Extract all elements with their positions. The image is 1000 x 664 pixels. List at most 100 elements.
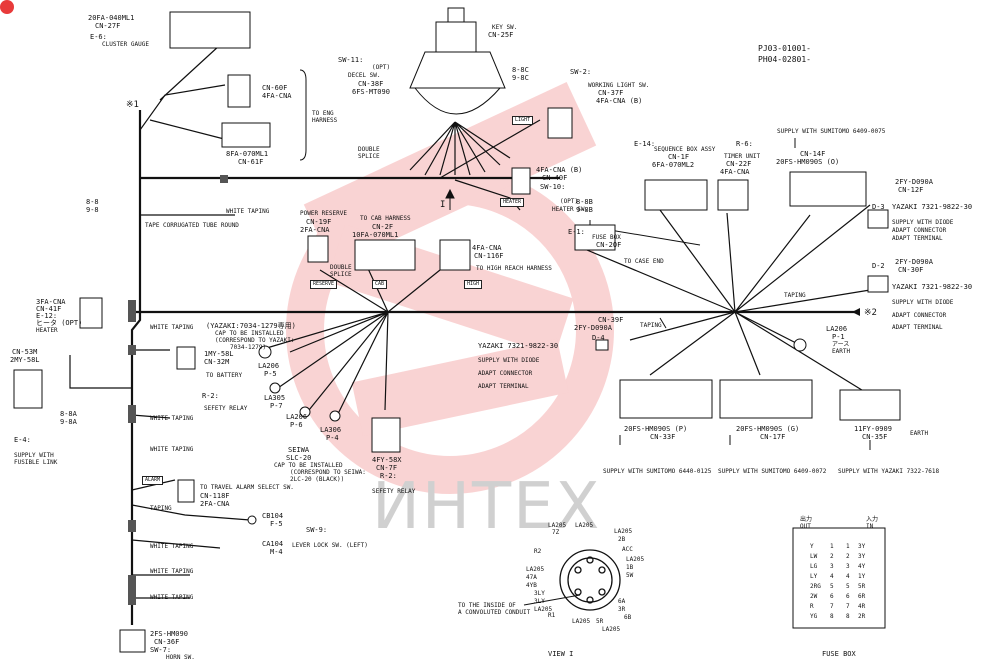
d4-l1: SUPPLY WITH DIODE <box>478 357 540 364</box>
d4-l2: ADAPT CONNECTOR <box>478 370 533 377</box>
cn32-cn: CN-32M <box>204 358 230 366</box>
view-i-pin: 5W <box>626 572 634 579</box>
r6-type: 4FA-CNA <box>720 168 750 176</box>
view-i-pin: LA205 <box>534 606 553 613</box>
ca104-p: M-4 <box>270 548 283 556</box>
view-i-note: TO THE INSIDE OF A CONVOLUTED CONDUIT <box>458 602 531 616</box>
heater-opt-ref: E-12: <box>36 312 58 320</box>
sw11-ref: SW-11: <box>338 56 364 64</box>
seiwa-l5: 2LC-20 (BLACK)) <box>290 476 345 483</box>
cn30-cn: CN-30F <box>898 266 924 274</box>
cn32-to: TO BATTERY <box>206 372 243 379</box>
tape-corrugated: TAPE CORRUGATED TUBE ROUND <box>145 222 239 229</box>
e4-ref: E-4: <box>14 436 31 444</box>
cn35-cn: CN-35F <box>862 433 888 441</box>
la305-p7-p: P-7 <box>270 402 283 410</box>
connector-cn53m <box>13 369 43 409</box>
connector-d4 <box>595 339 609 351</box>
fuse-out-wire: 2RG <box>810 583 821 590</box>
connector-cn14f <box>789 171 867 207</box>
cn60f-label: CN-60F <box>262 84 288 92</box>
taping-hatch <box>128 520 136 532</box>
seiwa-l1: SEIWA <box>288 446 310 454</box>
cn33-supply: SUPPLY WITH SUMITOMO 6440-0125 <box>603 468 712 475</box>
connector-cn7f <box>371 417 401 453</box>
sw10-cn: CN-40F <box>542 174 568 182</box>
sw2-cn: CN-37F <box>598 89 624 97</box>
view-i-pin: 6A <box>618 598 626 605</box>
terminal-la306-p4 <box>329 410 341 422</box>
ref-8c-b: 9-8C <box>512 74 529 82</box>
d2-l1: SUPPLY WITH DIODE <box>892 299 954 306</box>
connector-cn32m <box>176 346 196 370</box>
double-splice-mid: DOUBLE SPLICE <box>330 264 352 278</box>
to-high-reach: TO HIGH REACH HARNESS <box>476 265 552 272</box>
cn116-type: 4FA-CNA <box>472 244 502 252</box>
arrow-x2 <box>852 308 860 316</box>
e1-cn: CN-20F <box>596 241 622 249</box>
connector-cn19f <box>307 235 329 263</box>
connector-cn118f <box>177 479 195 503</box>
r6-ref: R-6: <box>736 140 753 148</box>
fuse-box-e1 <box>574 224 616 251</box>
fuse-in-wire: 1Y <box>858 573 866 580</box>
terminal-la206-p6 <box>299 406 311 418</box>
view-i-pin: ACC <box>622 546 633 553</box>
fuse-in-pin: 7 <box>846 603 850 610</box>
corner-badge-icon <box>0 0 14 14</box>
connector-cn27f <box>169 11 251 49</box>
sw9-ref: SW-9: <box>306 526 328 534</box>
doc-code-2: PH04-02801- <box>758 55 811 64</box>
fuse-out-wire: 2W <box>810 593 818 600</box>
sw2-ref: SW-2: <box>570 68 592 76</box>
taping-hatch <box>128 575 136 605</box>
terminal-la206-p5 <box>258 345 272 359</box>
sw11-opt: (OPT) <box>372 64 391 71</box>
fuse-box-title: FUSE BOX <box>822 650 856 658</box>
connector-cn61f <box>221 122 271 148</box>
fuse-out-pin: 3 <box>830 563 834 570</box>
r6-name: TIMER UNIT <box>724 153 761 160</box>
cn39-type: 2FY-D090A <box>574 324 612 332</box>
cn14-supply: SUPPLY WITH SUMITOMO 6409-0075 <box>777 128 886 135</box>
yazaki-cap-l2: CAP TO BE INSTALLED <box>215 330 284 337</box>
cn12-type: 2FY-D090A <box>895 178 933 186</box>
fuse-out-pin: 7 <box>830 603 834 610</box>
heater-tag: HEATER <box>500 198 525 207</box>
fuse-out-pin: 5 <box>830 583 834 590</box>
cluster-gauge-cn: CN-27F <box>95 22 121 30</box>
e4-name: SUPPLY WITH <box>14 452 54 459</box>
view-i-pin: R1 <box>548 612 556 619</box>
cn39-cn: CN-39F <box>598 316 624 324</box>
connector-cn1f <box>644 179 708 211</box>
e14-type: 6FA-070ML2 <box>652 161 695 169</box>
fuse-out-wire: LY <box>810 573 818 580</box>
ref-8-a: 8-8 <box>86 198 99 206</box>
heater-opt-type: 3FA-CNA <box>36 298 66 306</box>
connector-cn41f <box>79 297 103 329</box>
fuse-out-wire: Y <box>810 543 814 550</box>
heater-opt-name: ヒータ (OPT) <box>36 319 83 327</box>
view-i-pin: LA205 <box>614 528 633 535</box>
sw10-opt: (OPT) <box>560 198 579 205</box>
to-eng-harness: TO ENG HARNESS <box>312 110 338 124</box>
d4-l3: ADAPT TERMINAL <box>478 383 529 390</box>
sw11-cn: CN-38F <box>358 80 384 88</box>
cn36-type: 2FS-HM090 <box>150 630 188 638</box>
fuse-in-wire: 3Y <box>858 553 866 560</box>
white-taping-3: WHITE TAPING <box>150 446 194 453</box>
connector-cn17f <box>719 379 813 419</box>
d3-name: YAZAKI 7321-9822-30 <box>892 203 973 211</box>
sw10-name: HEATER SW. <box>552 206 589 213</box>
view-i-pin: LA205 <box>602 626 621 633</box>
cn33-cn: CN-33F <box>650 433 676 441</box>
cluster-gauge-ref: E-6: <box>90 33 107 41</box>
taping-left: TAPING <box>150 505 172 512</box>
fuse-out-wire: LG <box>810 563 818 570</box>
la206-p6-p: P-6 <box>290 421 303 429</box>
